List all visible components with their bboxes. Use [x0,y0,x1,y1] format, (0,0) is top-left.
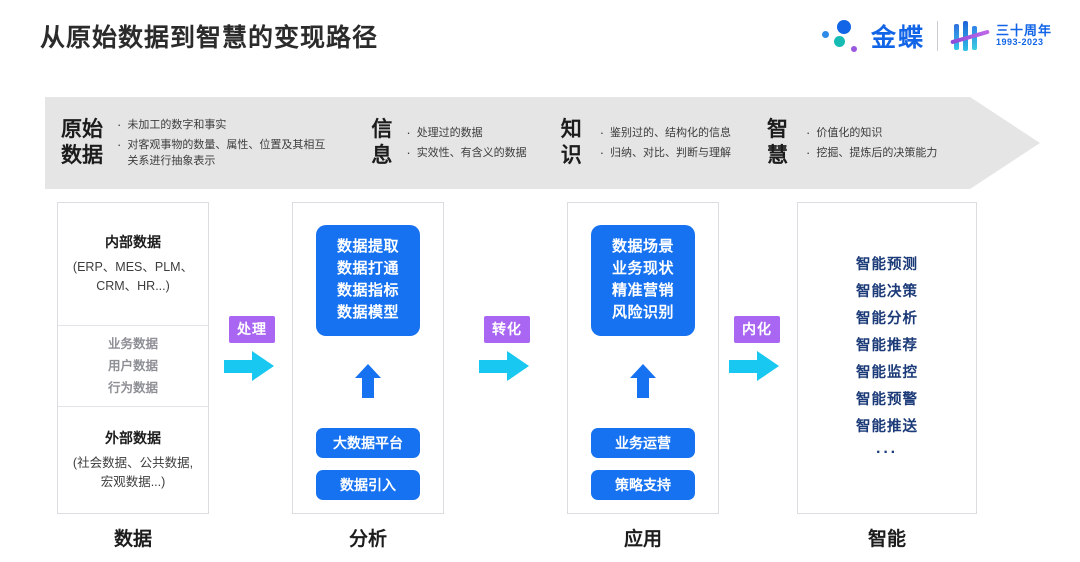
banner-segment-title: 智 慧 [767,117,789,167]
internal-data-subtext: (ERP、MES、PLM、 CRM、HR...) [72,260,194,293]
column-data: 内部数据 (ERP、MES、PLM、 CRM、HR...) 业务数据 用户数据 … [57,202,209,514]
column-application: 数据场景 业务现状 精准营销 风险识别 业务运营 策略支持 [567,202,719,514]
external-data-heading: 外部数据 [105,430,161,446]
logo-dot-teal [833,36,845,47]
list-item: 智能预测 [856,256,918,273]
connector-label: 转化 [484,316,530,343]
data-type-item: 行为数据 [107,380,158,395]
bullet-icon: · [806,145,811,160]
data-type-item: 业务数据 [107,336,158,351]
banner-segment-title: 知 识 [560,117,582,167]
column-intelligence: 智能预测 智能决策 智能分析 智能推荐 智能监控 智能预警 智能推送 ··· [797,202,977,514]
list-item: 智能预警 [856,391,918,408]
anniversary-bar-3 [971,26,977,50]
logo-dot-large-blue [836,20,851,34]
application-pill-strategy: 策略支持 [591,470,695,500]
application-pill-operations: 业务运营 [591,428,695,458]
connector-processing: 处理 [219,316,285,381]
connector-internalization: 内化 [724,316,790,381]
intelligence-list: 智能预测 智能决策 智能分析 智能推荐 智能监控 智能预警 智能推送 ··· [798,203,976,513]
arrow-up-icon [355,364,381,398]
banner-item-text: 对客观事物的数量、属性、位置及其相互关系进行抽象表示 [127,139,326,167]
banner-segment-items: · 价值化的知识 · 挖掘、提炼后的决策能力 [806,125,937,161]
list-item: 智能推送 [856,418,918,435]
analysis-stack: 数据提取 数据打通 数据指标 数据模型 大数据平台 数据引入 [293,203,443,513]
application-scenario-box: 数据场景 业务现状 精准营销 风险识别 [591,225,695,336]
page-title: 从原始数据到智慧的变现路径 [40,24,379,52]
banner-bullet-item: · 实效性、有含义的数据 [406,145,526,161]
anniversary-badge: 三十周年 1993-2023 [950,20,1052,52]
column-analysis: 数据提取 数据打通 数据指标 数据模型 大数据平台 数据引入 [292,202,444,514]
list-item: 智能监控 [856,364,918,381]
banner-item-text: 实效性、有含义的数据 [416,147,527,159]
logo-dot-small-blue [821,31,829,38]
column-label-application: 应用 [623,529,662,550]
bullet-icon: · [117,117,122,132]
banner-bullet-item: · 挖掘、提炼后的决策能力 [806,145,937,161]
list-item: 智能分析 [856,310,918,327]
arrow-up-icon [630,364,656,398]
bullet-icon: · [406,125,411,140]
banner-item-text: 鉴别过的、结构化的信息 [610,127,732,139]
banner-item-text: 未加工的数字和事实 [127,119,227,131]
column-label-analysis: 分析 [348,529,387,550]
brand-divider [936,21,938,51]
anniversary-text: 三十周年 1993-2023 [996,24,1052,47]
anniversary-mark-icon [950,20,990,52]
external-data-subtext: (社会数据、公共数据, 宏观数据...) [72,456,194,489]
bullet-icon: · [406,145,411,160]
internal-data-heading: 内部数据 [105,234,161,250]
ellipsis-indicator: ··· [876,443,898,461]
anniversary-bar-1 [953,24,959,50]
data-types-section: 业务数据 用户数据 行为数据 [58,325,208,407]
banner-bullet-item: · 未加工的数字和事实 [117,117,327,133]
banner-segment-items: · 鉴别过的、结构化的信息 · 归纳、对比、判断与理解 [600,125,731,161]
anniversary-years: 1993-2023 [995,37,1044,48]
banner-segment-knowledge: 知 识 · 鉴别过的、结构化的信息 · 归纳、对比、判断与理解 [561,97,731,189]
banner-item-text: 归纳、对比、判断与理解 [610,147,732,159]
analysis-pill-ingest: 数据引入 [316,470,420,500]
connector-transformation: 转化 [474,316,540,381]
anniversary-label: 三十周年 [995,23,1052,39]
column-label-intelligence: 智能 [867,529,906,550]
bullet-icon: · [599,125,605,140]
banner-bullet-item: · 鉴别过的、结构化的信息 [600,125,731,141]
banner-segment-raw-data: 原始 数据 · 未加工的数字和事实 · 对客观事物的数量、属性、位置及其相互关系… [61,97,327,189]
banner-item-text: 处理过的数据 [416,127,483,139]
brand-name: 金蝶 [870,24,925,52]
internal-data-section: 内部数据 (ERP、MES、PLM、 CRM、HR...) [58,203,208,325]
banner-segment-title: 原始 数据 [61,117,103,167]
application-stack: 数据场景 业务现状 精准营销 风险识别 业务运营 策略支持 [568,203,718,513]
banner-item-text: 价值化的知识 [816,127,883,139]
banner-bullet-item: · 归纳、对比、判断与理解 [600,145,731,161]
bullet-icon: · [599,145,605,160]
banner-bullet-item: · 对客观事物的数量、属性、位置及其相互关系进行抽象表示 [117,137,327,169]
brand-logo: 金蝶 三十周年 1993-2023 [819,18,1052,54]
list-item: 智能推荐 [856,337,918,354]
logo-dot-purple [850,46,857,52]
external-data-section: 外部数据 (社会数据、公共数据, 宏观数据...) [58,407,208,513]
kingdee-dots-icon [819,19,859,53]
dikw-banner: 原始 数据 · 未加工的数字和事实 · 对客观事物的数量、属性、位置及其相互关系… [45,97,1040,189]
column-label-data: 数据 [113,529,152,550]
arrow-right-icon [479,351,535,381]
bullet-icon: · [806,125,811,140]
arrow-right-icon [729,351,785,381]
analysis-pill-platform: 大数据平台 [316,428,420,458]
banner-bullet-item: · 价值化的知识 [806,125,937,141]
analysis-capability-box: 数据提取 数据打通 数据指标 数据模型 [316,225,420,336]
banner-segment-items: · 未加工的数字和事实 · 对客观事物的数量、属性、位置及其相互关系进行抽象表示 [117,117,327,169]
banner-segment-wisdom: 智 慧 · 价值化的知识 · 挖掘、提炼后的决策能力 [767,97,937,189]
data-type-item: 用户数据 [107,358,158,373]
connector-label: 处理 [229,316,275,343]
bullet-icon: · [117,137,122,152]
list-item: 智能决策 [856,283,918,300]
arrow-right-icon [224,351,280,381]
connector-label: 内化 [734,316,780,343]
banner-segment-information: 信 息 · 处理过的数据 · 实效性、有含义的数据 [371,97,526,189]
banner-segment-title: 信 息 [371,117,393,167]
banner-bullet-item: · 处理过的数据 [406,125,526,141]
banner-item-text: 挖掘、提炼后的决策能力 [816,147,938,159]
banner-segment-items: · 处理过的数据 · 实效性、有含义的数据 [406,125,526,161]
